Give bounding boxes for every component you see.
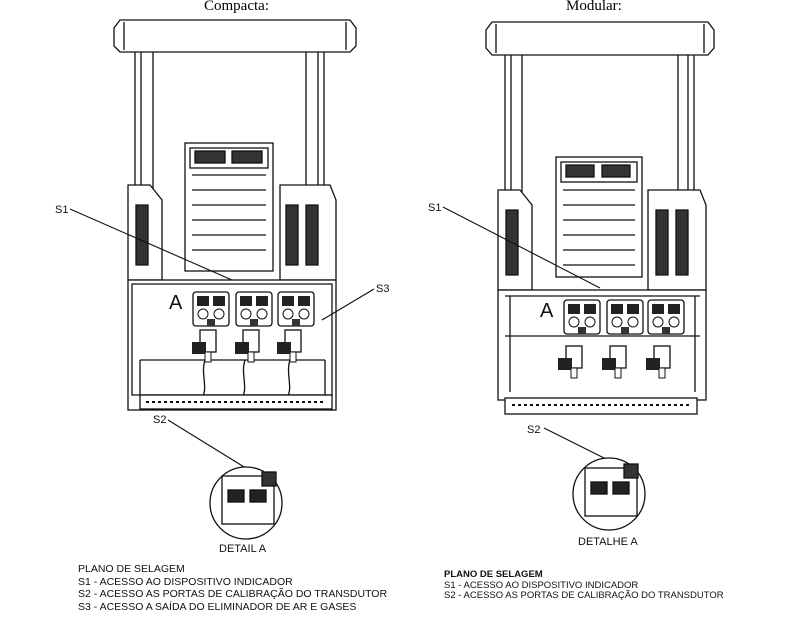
compact-detail-caption: DETAIL A (219, 543, 267, 555)
compact-label-a: A (169, 292, 183, 314)
compact-label-s2: S2 (153, 414, 166, 426)
compact-detail-view (209, 466, 283, 540)
compact-legend-item: S1 - ACESSO AO DISPOSITIVO INDICADOR (78, 575, 293, 588)
compact-legend-item: S3 - ACESSO A SAÍDA DO ELIMINADOR DE AR … (78, 600, 357, 613)
modular-title: Modular: (566, 0, 622, 14)
modular-detail-view (572, 457, 646, 531)
modular-legend-heading: PLANO DE SELAGEM (444, 569, 543, 580)
modular-legend-item: S2 - ACESSO AS PORTAS DE CALIBRAÇÃO DO T… (444, 590, 724, 601)
modular-label-a: A (540, 300, 554, 322)
compact-label-s3: S3 (376, 283, 389, 295)
compact-legend-item: S2 - ACESSO AS PORTAS DE CALIBRAÇÃO DO T… (78, 588, 388, 600)
modular-legend-item: S1 - ACESSO AO DISPOSITIVO INDICADOR (444, 579, 639, 591)
modular-dispenser (485, 21, 715, 415)
compact-legend: PLANO DE SELAGEM S1 - ACESSO AO DISPOSIT… (78, 563, 387, 613)
compact-label-s1: S1 (55, 204, 68, 216)
compact-legend-heading: PLANO DE SELAGEM (78, 563, 185, 575)
modular-label-s1: S1 (428, 202, 441, 214)
modular-label-s2: S2 (527, 424, 540, 436)
modular-legend: PLANO DE SELAGEM S1 - ACESSO AO DISPOSIT… (444, 569, 724, 602)
modular-detail-caption: DETALHE A (578, 536, 638, 548)
compact-title: Compacta: (204, 0, 269, 14)
